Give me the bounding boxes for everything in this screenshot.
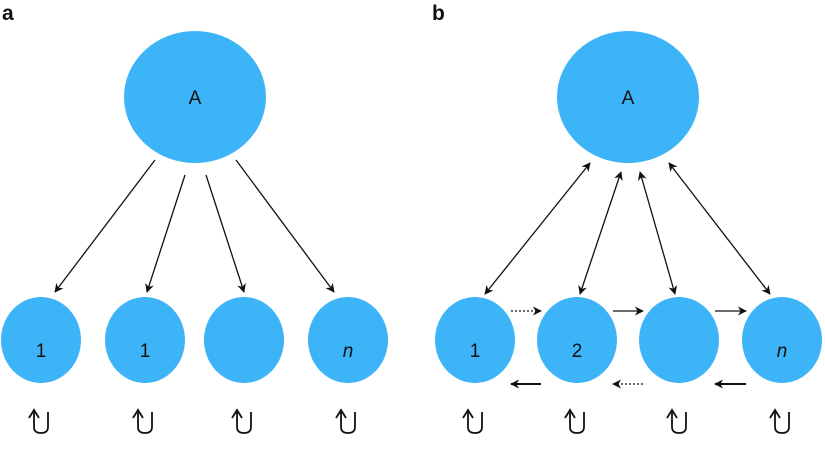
panel-b-self-loops [462, 408, 790, 434]
panel-a-hub-edge-3 [205, 174, 246, 293]
panel-a-hub-node [124, 31, 266, 163]
panel-a-node-4-label: n [343, 341, 354, 362]
panel-b-hub-edge-3 [637, 171, 678, 295]
panel-a-label: a [2, 2, 14, 25]
panel-a-node-2-label: 1 [140, 341, 151, 362]
panel-b-node-4-label: n [777, 341, 788, 362]
self-loop-icon [28, 408, 49, 434]
panel-b-edges [484, 162, 771, 389]
panel-a-hub-label: A [189, 88, 202, 109]
panel-a-hub-edge-2 [145, 174, 186, 293]
panel-b-hub-edge-4 [668, 162, 771, 295]
panel-b-hub-label: A [622, 88, 635, 109]
panel-a-edges [54, 159, 335, 293]
panel-b-node-1-label: 1 [470, 341, 481, 362]
panel-a-node-4 [308, 297, 388, 383]
panel-a-node-2 [105, 297, 185, 383]
panel-b: b A 1 2 n [432, 2, 822, 434]
panel-b-node-2-label: 2 [572, 341, 583, 362]
panel-a: a A 1 1 n [1, 2, 388, 434]
panel-a-hub-edge-1 [54, 159, 156, 293]
panel-a-node-1-label: 1 [36, 341, 47, 362]
self-loop-icon [132, 408, 153, 434]
panel-a-node-1 [1, 297, 81, 383]
self-loop-icon [769, 408, 790, 434]
self-loop-icon [462, 408, 483, 434]
self-loop-icon [231, 408, 252, 434]
panel-b-hub-node [557, 31, 699, 163]
self-loop-icon [666, 408, 687, 434]
panel-a-node-3 [204, 297, 284, 383]
panel-a-self-loops [28, 408, 356, 434]
panel-b-hub-edge-2 [578, 171, 623, 295]
self-loop-icon [564, 408, 585, 434]
panel-b-label: b [432, 2, 445, 25]
panel-b-node-2 [537, 297, 617, 383]
self-loop-icon [335, 408, 356, 434]
panel-b-node-3 [639, 297, 719, 383]
panel-b-node-1 [435, 297, 515, 383]
panel-b-node-4 [742, 297, 822, 383]
panel-b-hub-edge-1 [484, 162, 591, 295]
panel-a-hub-edge-4 [235, 159, 335, 293]
